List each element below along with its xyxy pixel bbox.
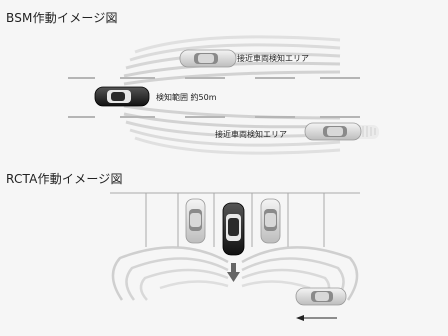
rcta-title: RCTA作動イメージ図 xyxy=(6,172,123,186)
bsm-lane-markings xyxy=(68,77,360,118)
parked-car-left xyxy=(185,198,206,244)
bsm-car-top xyxy=(179,49,237,68)
bsm-zone-label-top: 接近車両検知エリア xyxy=(237,54,309,63)
rcta-own-car xyxy=(222,202,245,256)
bsm-range-label: 検知範囲 約50m xyxy=(156,93,217,102)
down-arrow-icon xyxy=(227,263,240,282)
left-arrow-icon xyxy=(296,315,337,321)
bsm-zone-label-bottom: 接近車両検知エリア xyxy=(215,130,287,139)
parking-dividers xyxy=(145,193,325,247)
bsm-car-bottom xyxy=(304,122,379,141)
parked-car-right xyxy=(260,198,281,244)
approaching-car xyxy=(295,287,347,306)
bsm-title: BSM作動イメージ図 xyxy=(6,11,118,25)
bsm-diagram xyxy=(68,35,379,155)
rcta-diagram xyxy=(110,192,360,321)
bsm-own-car xyxy=(94,86,150,107)
rcta-detection-waves xyxy=(111,246,359,301)
